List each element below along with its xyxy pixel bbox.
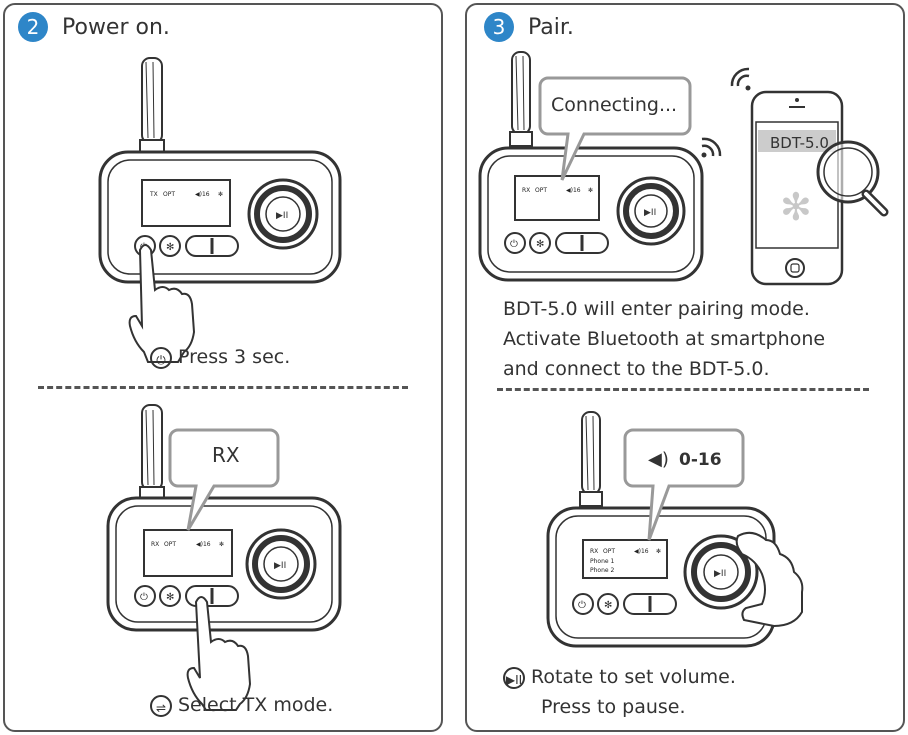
screen-volume: ◀)16 <box>196 541 211 548</box>
svg-text:▶II: ▶II <box>644 208 656 218</box>
screen-volume: ◀)16 <box>566 187 581 194</box>
pairing-caption-line: Activate Bluetooth at smartphone <box>503 328 826 350</box>
pairing-caption-line: BDT-5.0 will enter pairing mode. <box>503 298 810 320</box>
svg-text:✻: ✻ <box>536 239 544 250</box>
device-buttons: ⏻ ✻ <box>504 232 609 254</box>
screen-input: OPT <box>164 541 176 548</box>
screen-line-1: Phone 1 <box>590 558 614 565</box>
pairing-caption-line: and connect to the BDT-5.0. <box>503 358 770 380</box>
device-screen <box>141 179 231 227</box>
svg-text:✻: ✻ <box>166 592 174 603</box>
device-mode-illustration: RX OPT ◀)16 ✻ ▶II ⏻ ✻ RX <box>106 404 342 711</box>
pairing-caption: BDT-5.0 will enter pairing mode. Activat… <box>503 294 825 384</box>
volume-caption-line: Press to pause. <box>541 696 686 718</box>
volume-knob: ▶II <box>245 528 317 600</box>
screen-input: OPT <box>535 187 547 194</box>
speaker-icon: ◀) <box>648 449 669 470</box>
pressing-hand <box>128 244 196 363</box>
screen-bluetooth: ✻ <box>588 187 593 194</box>
screen-mode: RX <box>151 541 159 548</box>
mode-speech-bubble: RX <box>168 428 280 531</box>
step-3-header: 3 Pair. <box>484 12 574 42</box>
bubble-connecting-text: Connecting... <box>551 94 677 116</box>
screen-bluetooth: ✻ <box>656 548 661 555</box>
screen-input: OPT <box>603 548 615 555</box>
screen-mode: TX <box>149 191 158 198</box>
svg-text:✻: ✻ <box>166 242 174 253</box>
svg-text:▶II: ▶II <box>276 211 288 221</box>
volume-knob: ▶II <box>616 176 686 246</box>
pressing-hand <box>186 596 252 711</box>
step-2-header: 2 Power on. <box>18 12 170 42</box>
bluetooth-icon: ✻ <box>780 185 812 229</box>
volume-caption: ▶II Rotate to set volume. Press to pause. <box>503 662 736 722</box>
swap-icon: ⇌ <box>150 694 172 717</box>
svg-text:▶II: ▶II <box>274 561 286 571</box>
power-icon: ⏻ <box>150 346 172 369</box>
svg-text:▶II: ▶II <box>714 569 726 579</box>
magnifier-icon <box>816 140 889 217</box>
screen-mode: RX <box>590 548 598 555</box>
bubble-mode-text: RX <box>212 443 240 467</box>
signal-icon <box>701 137 722 158</box>
device-buttons: ⏻ ✻ <box>134 585 239 607</box>
screen-volume: ◀)16 <box>195 191 210 198</box>
connecting-speech-bubble: Connecting... <box>538 76 692 181</box>
device-power-illustration: TX OPT ◀)16 ✻ ▶II ⏻ ✻ <box>98 57 342 363</box>
signal-icon <box>730 67 751 91</box>
step-title: Power on. <box>62 14 170 40</box>
svg-text:⏻: ⏻ <box>510 239 518 250</box>
svg-text:⏻: ⏻ <box>140 592 148 603</box>
volume-caption-line: Rotate to set volume. <box>531 666 736 688</box>
smartphone: BDT-5.0 ✻ <box>750 90 844 286</box>
antenna <box>579 411 603 507</box>
volume-knob: ▶II <box>247 178 319 250</box>
mode-caption-text: Select TX mode. <box>178 694 334 716</box>
svg-text:✻: ✻ <box>604 600 612 611</box>
phone-device-name: BDT-5.0 <box>770 134 829 152</box>
step-number-badge: 2 <box>18 12 48 42</box>
rotating-hand <box>735 531 804 628</box>
divider <box>497 388 869 391</box>
device-buttons: ⏻ ✻ <box>572 593 677 615</box>
screen-input: OPT <box>163 191 175 198</box>
antenna <box>509 51 533 147</box>
mode-caption: ⇌ Select TX mode. <box>150 690 333 720</box>
divider <box>38 386 408 389</box>
screen-bluetooth: ✻ <box>218 191 223 198</box>
screen-line-2: Phone 2 <box>590 567 614 574</box>
screen-bluetooth: ✻ <box>219 541 224 548</box>
screen-volume: ◀)16 <box>634 548 649 555</box>
volume-speech-bubble: ◀) 0-16 <box>623 428 745 541</box>
play-pause-icon: ▶II <box>503 666 525 689</box>
svg-text:⏻: ⏻ <box>578 600 586 611</box>
screen-mode: RX <box>522 187 530 194</box>
step-number-badge: 3 <box>484 12 514 42</box>
bubble-volume-text: 0-16 <box>679 450 722 470</box>
volume-knob: ▶II <box>683 534 759 610</box>
power-caption: ⏻ Press 3 sec. <box>150 342 290 372</box>
power-caption-text: Press 3 sec. <box>178 346 291 368</box>
antenna <box>139 404 165 502</box>
step-title: Pair. <box>528 14 574 40</box>
